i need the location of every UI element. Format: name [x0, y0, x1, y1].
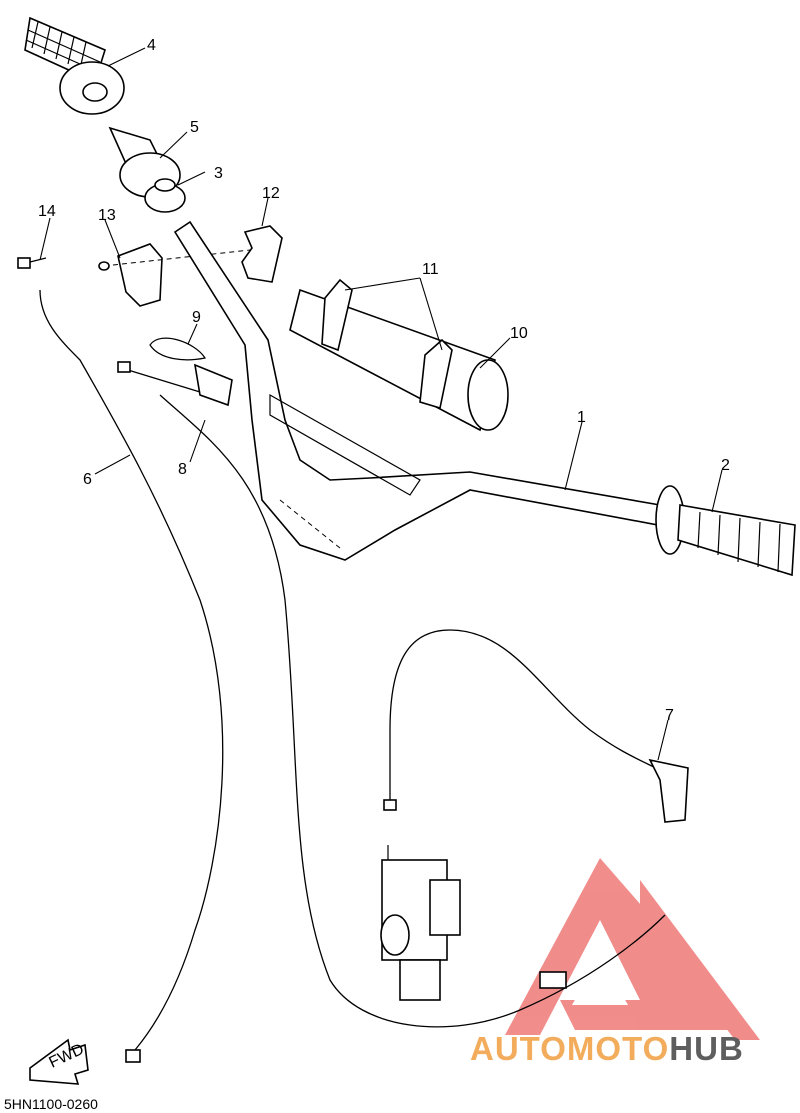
- watermark-part2: HUB: [669, 1030, 744, 1067]
- left-grip: [24, 16, 125, 115]
- watermark-text: AUTOMOTOHUB: [470, 1030, 744, 1068]
- callout-labels: 1 2 3 4 5 6 7 8 9 10 11 12 13 14: [38, 37, 730, 724]
- callout-4: 4: [147, 37, 156, 54]
- callout-6: 6: [83, 471, 92, 488]
- screw: [17, 257, 110, 271]
- callout-1: 1: [577, 409, 586, 426]
- callout-10: 10: [510, 325, 528, 342]
- callout-14: 14: [38, 203, 56, 220]
- watermark-logo: [505, 858, 760, 1040]
- callout-5: 5: [190, 119, 199, 136]
- callout-11: 11: [422, 261, 439, 278]
- carburetor: [380, 845, 461, 1001]
- right-grip: [655, 485, 796, 577]
- kill-switch: [117, 337, 233, 407]
- choke-cable: [383, 629, 689, 823]
- leader-lines: [39, 47, 723, 761]
- handlebar-pad: [289, 278, 509, 432]
- callout-3: 3: [214, 165, 223, 182]
- upper-holder: [241, 225, 283, 283]
- diagram-code: 5HN1100-0260: [4, 1096, 98, 1112]
- callout-8: 8: [178, 461, 187, 478]
- clutch-cable: [159, 394, 666, 1028]
- callout-7: 7: [665, 707, 674, 724]
- callout-9: 9: [192, 309, 201, 326]
- callout-2: 2: [721, 457, 730, 474]
- watermark-part1: AUTOMOTO: [470, 1030, 670, 1067]
- throttle-sleeve: [108, 126, 186, 213]
- throttle-housing: [117, 243, 163, 307]
- callout-13: 13: [98, 207, 116, 224]
- fwd-arrow-icon: FWD: [29, 1038, 89, 1085]
- throttle-cable: [39, 289, 224, 1051]
- callout-12: 12: [262, 185, 280, 202]
